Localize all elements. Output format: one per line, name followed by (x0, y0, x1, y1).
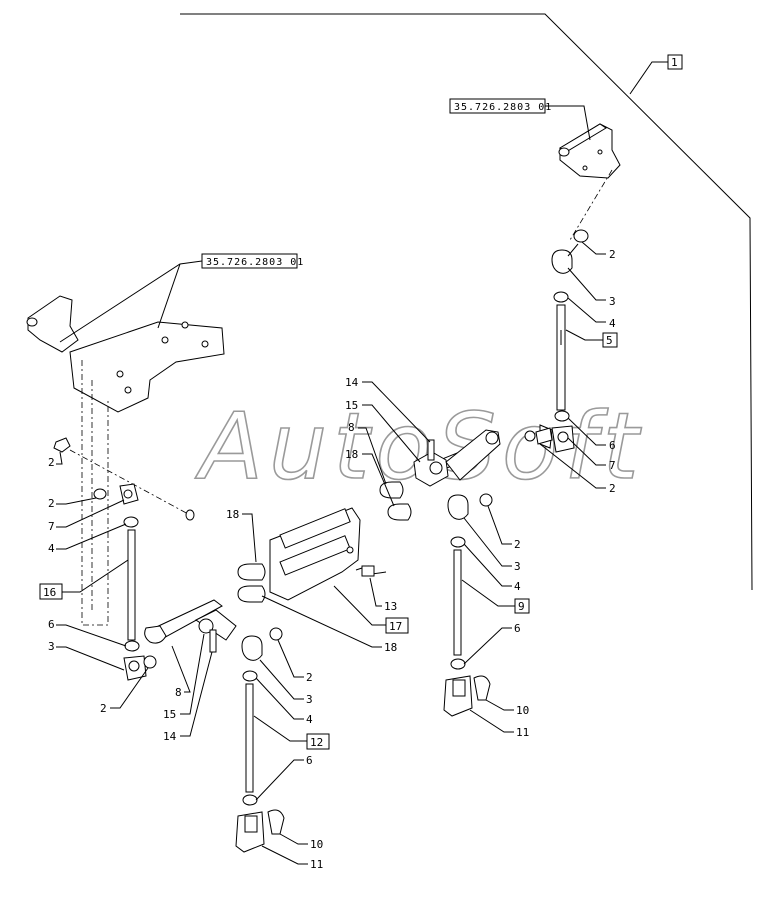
bracket-top-right (558, 123, 621, 241)
callout-4-m2: 4 (255, 677, 313, 726)
box-label-1: 1 (629, 54, 683, 95)
callout-6-m1: 6 (463, 622, 521, 665)
callout-10-m2: 10 (279, 833, 323, 851)
callout-11-m2: 11 (261, 845, 323, 871)
svg-text:6: 6 (609, 439, 616, 452)
svg-text:2: 2 (609, 248, 616, 261)
svg-text:6: 6 (48, 618, 55, 631)
box-label-17: 17 (333, 585, 409, 634)
svg-text:35.726.2803 01: 35.726.2803 01 (454, 102, 552, 113)
callout-8-low: 8 (171, 645, 191, 699)
svg-text:10: 10 (310, 838, 323, 851)
central-housing (237, 507, 387, 603)
callout-6-l: 6 (48, 618, 127, 647)
svg-text:13: 13 (384, 600, 397, 613)
callout-14-low: 14 (163, 651, 213, 743)
callout-2-m1: 2 (487, 505, 521, 551)
svg-text:14: 14 (163, 730, 177, 743)
svg-text:8: 8 (175, 686, 182, 699)
svg-text:3: 3 (609, 295, 616, 308)
svg-text:35.726.2803 01: 35.726.2803 01 (206, 257, 304, 268)
callout-3-m2: 3 (259, 659, 313, 706)
svg-text:4: 4 (306, 713, 313, 726)
svg-text:2: 2 (609, 482, 616, 495)
callout-3-m1: 3 (463, 517, 521, 573)
svg-text:16: 16 (43, 586, 56, 599)
callout-18-mid: 18 (226, 508, 257, 563)
svg-text:15: 15 (163, 708, 176, 721)
callout-4-r1: 4 (567, 297, 616, 330)
callout-6-m2: 6 (255, 754, 313, 801)
svg-text:2: 2 (48, 456, 55, 469)
callout-2-l3: 2 (100, 667, 149, 715)
svg-text:9: 9 (518, 600, 525, 613)
svg-text:6: 6 (306, 754, 313, 767)
frame-lines (180, 13, 753, 591)
callout-2-m2: 2 (277, 639, 313, 684)
svg-text:2: 2 (48, 497, 55, 510)
box-label-9: 9 (461, 579, 530, 614)
left-rod-assembly (53, 437, 195, 681)
svg-text:5: 5 (606, 334, 613, 347)
svg-text:7: 7 (48, 520, 55, 533)
callout-7-r1: 7 (567, 437, 616, 472)
svg-text:1: 1 (671, 56, 678, 69)
callout-3-r1: 3 (567, 267, 616, 308)
svg-text:15: 15 (345, 399, 358, 412)
svg-text:4: 4 (609, 317, 616, 330)
svg-text:18: 18 (345, 448, 358, 461)
svg-text:18: 18 (384, 641, 397, 654)
ref-box-left: 35.726.2803 01 (59, 253, 304, 343)
svg-text:2: 2 (100, 702, 107, 715)
callout-8-top: 8 (348, 421, 387, 485)
ref-box-top-right: 35.726.2803 01 (449, 98, 591, 141)
svg-text:2: 2 (306, 671, 313, 684)
callout-4-m1: 4 (463, 543, 521, 593)
svg-text:17: 17 (389, 620, 402, 633)
box-label-12: 12 (253, 715, 330, 750)
callout-13: 13 (369, 577, 397, 613)
svg-text:3: 3 (306, 693, 313, 706)
svg-text:12: 12 (310, 736, 323, 749)
svg-text:10: 10 (516, 704, 529, 717)
svg-text:11: 11 (310, 858, 323, 871)
svg-text:18: 18 (226, 508, 239, 521)
callout-7-l: 7 (48, 499, 125, 533)
callout-2-r1: 2 (581, 241, 616, 261)
svg-text:3: 3 (514, 560, 521, 573)
boxed-labels: 1 5 16 17 9 12 (39, 54, 683, 750)
box-label-5: 5 (565, 329, 618, 348)
svg-text:8: 8 (348, 421, 355, 434)
bracket-left (26, 295, 225, 626)
upper-shift-lever (379, 427, 553, 521)
svg-text:2: 2 (514, 538, 521, 551)
callout-6-r1: 6 (567, 417, 616, 452)
svg-text:7: 7 (609, 459, 616, 472)
callout-14-top: 14 (345, 376, 431, 443)
callouts: 2 3 4 6 7 2 14 15 8 18 2 2 7 4 6 3 2 18 … (48, 241, 616, 871)
middle-rod-assembly (443, 493, 493, 717)
box-label-16: 16 (39, 559, 129, 600)
callout-3-l: 3 (48, 640, 125, 671)
callout-18-top: 18 (345, 448, 395, 507)
callout-10-m1: 10 (485, 699, 529, 717)
callout-2-l2: 2 (48, 497, 97, 510)
svg-text:6: 6 (514, 622, 521, 635)
callout-11-m1: 11 (469, 709, 529, 739)
lower-shift-lever (144, 599, 237, 653)
callout-15-low: 15 (163, 633, 205, 721)
callout-18-low: 18 (261, 595, 397, 654)
lower-rod-assembly (235, 627, 285, 853)
svg-text:4: 4 (514, 580, 521, 593)
svg-text:4: 4 (48, 542, 55, 555)
svg-text:11: 11 (516, 726, 529, 739)
callout-2-l1: 2 (48, 451, 63, 469)
svg-text:3: 3 (48, 640, 55, 653)
svg-text:14: 14 (345, 376, 359, 389)
callout-4-l: 4 (48, 523, 127, 555)
callout-2-r2: 2 (539, 443, 616, 495)
callout-15-top: 15 (345, 399, 421, 463)
